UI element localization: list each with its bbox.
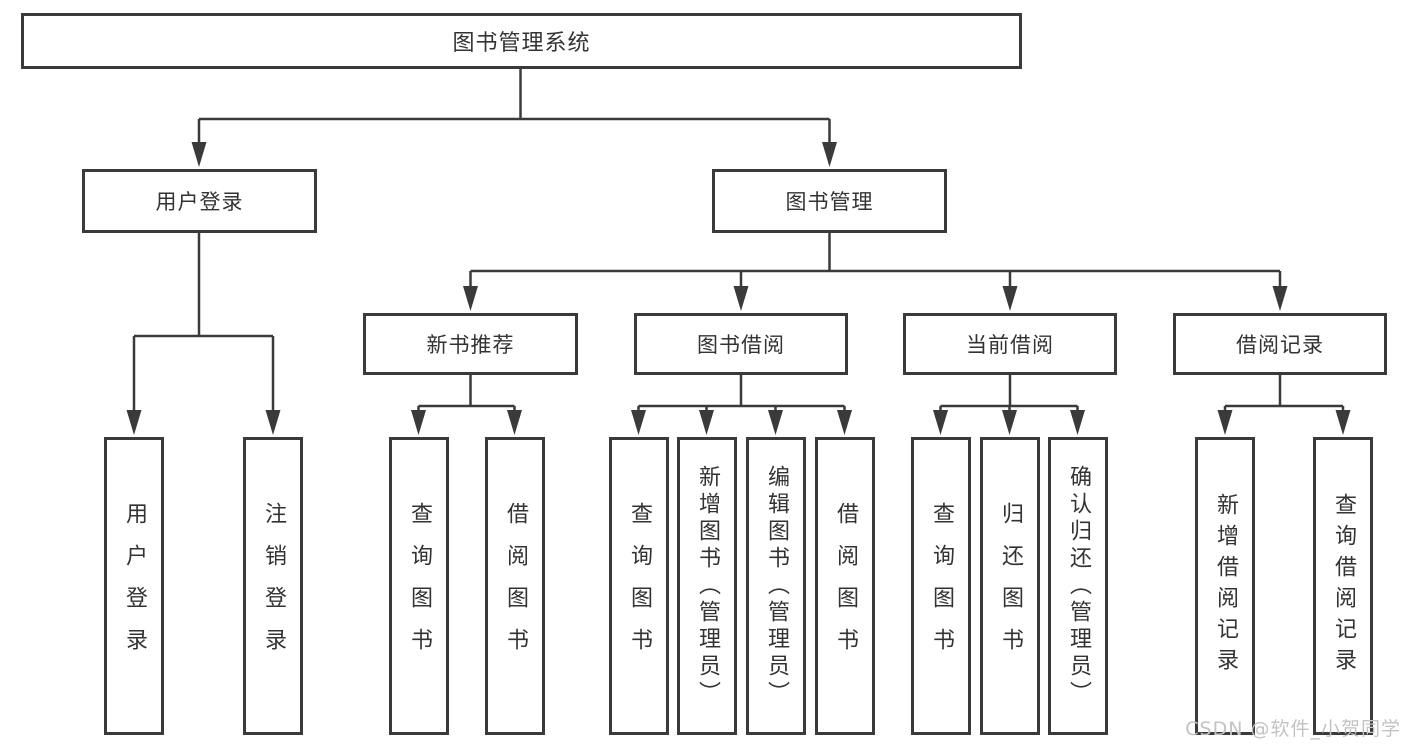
node-borrow-records-label: 借阅记录 (1236, 333, 1324, 357)
leaf-query-books-3-label: 查询图书 (929, 502, 954, 670)
node-user-login-label: 用户登录 (155, 190, 244, 214)
leaf-query-books-1: 查询图书 (389, 437, 449, 735)
leaf-borrow-books-2: 借阅图书 (815, 437, 875, 735)
node-book-borrow-label: 图书借阅 (697, 333, 785, 357)
leaf-user-login-label: 用户登录 (122, 502, 147, 670)
node-book-management-label: 图书管理 (785, 190, 874, 214)
leaf-borrow-books-2-label: 借阅图书 (833, 502, 858, 670)
leaf-add-borrow-record: 新增借阅记录 (1195, 437, 1255, 735)
arrowheads (126, 142, 1351, 435)
leaf-query-borrow-record: 查询借阅记录 (1313, 437, 1373, 735)
leaf-logout: 注销登录 (243, 437, 303, 735)
leaf-add-book-admin: 新增图书（管理员） (677, 437, 737, 735)
node-book-management: 图书管理 (712, 169, 947, 233)
leaf-confirm-return-admin-label: 确认归还（管理员） (1066, 464, 1091, 708)
node-new-book-recommend: 新书推荐 (363, 313, 578, 375)
node-book-borrow: 图书借阅 (634, 313, 848, 375)
leaf-confirm-return-admin: 确认归还（管理员） (1048, 437, 1108, 735)
leaf-add-book-admin-label: 新增图书（管理员） (695, 464, 720, 708)
leaf-query-borrow-record-label: 查询借阅记录 (1331, 493, 1356, 679)
leaf-user-login: 用户登录 (104, 437, 164, 735)
leaf-borrow-books-1-label: 借阅图书 (503, 502, 528, 670)
leaf-query-books-3: 查询图书 (911, 437, 971, 735)
node-current-borrow: 当前借阅 (903, 313, 1117, 375)
leaf-query-books-1-label: 查询图书 (407, 502, 432, 670)
leaf-return-books: 归还图书 (980, 437, 1040, 735)
leaf-edit-book-admin: 编辑图书（管理员） (746, 437, 806, 735)
leaf-query-books-2-label: 查询图书 (627, 502, 652, 670)
leaf-edit-book-admin-label: 编辑图书（管理员） (764, 464, 789, 708)
node-borrow-records: 借阅记录 (1173, 313, 1387, 375)
node-user-login: 用户登录 (82, 169, 317, 233)
node-root: 图书管理系统 (21, 13, 1022, 69)
csdn-watermark: CSDN @软件_小贺同学 (1185, 718, 1401, 740)
leaf-add-borrow-record-label: 新增借阅记录 (1213, 493, 1238, 679)
leaf-logout-label: 注销登录 (261, 502, 286, 670)
node-new-book-recommend-label: 新书推荐 (426, 333, 515, 357)
node-root-label: 图书管理系统 (452, 31, 591, 56)
leaf-query-books-2: 查询图书 (609, 437, 669, 735)
node-current-borrow-label: 当前借阅 (966, 333, 1054, 357)
leaf-borrow-books-1: 借阅图书 (485, 437, 545, 735)
leaf-return-books-label: 归还图书 (998, 502, 1023, 670)
